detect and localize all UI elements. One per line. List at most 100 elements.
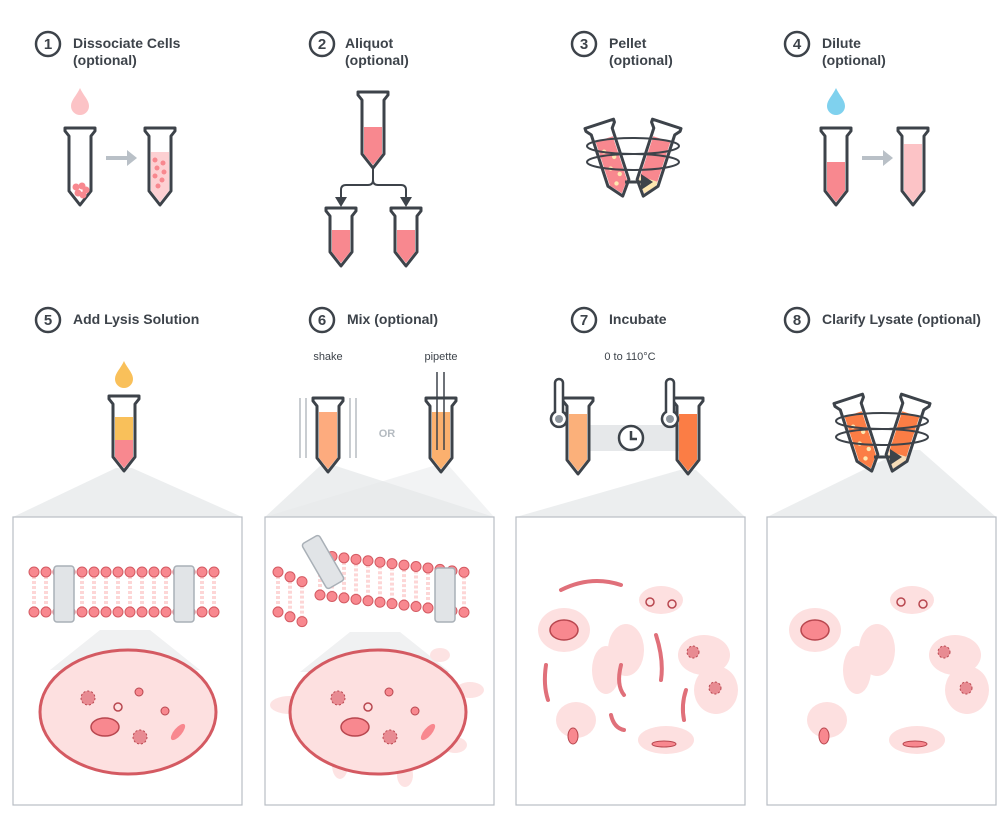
lipid-head: [148, 606, 160, 618]
tube-outline: [819, 126, 853, 207]
temperature-label: 0 to 110°C: [604, 351, 655, 363]
tube-with-dissociated-cells: [143, 126, 177, 207]
step-title: Pellet: [609, 35, 647, 51]
cell-membrane: [288, 648, 468, 776]
cell: [38, 648, 218, 776]
lipid-head: [40, 566, 52, 578]
membrane-protein: [434, 567, 456, 623]
vesicle: [645, 597, 655, 607]
shaken-tube: [311, 396, 345, 474]
tube-liquid: [364, 127, 382, 165]
vesicle: [918, 599, 928, 609]
lipid-head: [100, 566, 112, 578]
tube: [583, 117, 631, 198]
diluted-tube: [896, 126, 930, 207]
cell-dot: [155, 183, 161, 189]
lipid-head: [386, 558, 398, 570]
lipid-head: [314, 589, 326, 601]
aliquot-tube: [324, 206, 358, 268]
lipid-head: [458, 566, 470, 578]
lipid-head: [28, 606, 40, 618]
particle-dot: [866, 446, 871, 452]
lipid-head: [136, 606, 148, 618]
tube-liquid: [827, 162, 845, 202]
step-number: 3: [580, 36, 588, 53]
arrowhead-icon: [400, 197, 412, 207]
lipid-head: [362, 555, 374, 567]
organelle: [382, 729, 398, 745]
step-title: Dissociate Cells: [73, 35, 181, 51]
lipid-head: [284, 571, 296, 583]
zoom-cone: [13, 468, 242, 517]
lipid-head: [196, 606, 208, 618]
step-4-header: 4 Dilute (optional): [783, 30, 886, 68]
rotation-ring-icon: [835, 428, 929, 446]
lipid-head: [374, 596, 386, 608]
tube: [635, 117, 683, 198]
split-arrows-icon: [340, 168, 407, 198]
aliquot-tube: [389, 206, 423, 268]
step-7-header: 7 Incubate: [570, 306, 667, 334]
vesicle: [160, 706, 170, 716]
concentrated-tube: [819, 126, 853, 207]
debris-blob: [929, 635, 981, 675]
cytoplasm-leak: [430, 648, 450, 662]
mitochondrion: [170, 723, 186, 741]
tube-liquid: [319, 412, 337, 469]
tube-liquid: [115, 417, 133, 440]
lipid-head: [148, 566, 160, 578]
tilted-tube: [832, 392, 880, 473]
vesicle: [113, 702, 123, 712]
lipid-head: [112, 606, 124, 618]
step-title: Clarify Lysate (optional): [822, 311, 981, 327]
arrowhead-icon: [335, 197, 347, 207]
cell: [288, 648, 468, 776]
tube-outline: [324, 206, 358, 268]
cell-dot: [154, 165, 160, 171]
step-5-header: 5 Add Lysis Solution: [34, 306, 199, 334]
nucleus: [90, 717, 120, 737]
debris-blob: [639, 586, 683, 614]
lipid-head: [124, 566, 136, 578]
vesicle: [667, 599, 677, 609]
nucleus: [549, 619, 579, 641]
pipetted-tube: [424, 396, 458, 474]
lipid-head: [362, 595, 374, 607]
step-1-header: 1 Dissociate Cells (optional): [34, 30, 181, 68]
thermometer-bulb: [555, 415, 563, 423]
membrane-fragment: [542, 663, 550, 702]
tube-outline: [311, 396, 345, 474]
zoom-cone: [767, 450, 996, 517]
cell-dot: [152, 157, 158, 163]
cell-membrane: [38, 648, 218, 776]
particle-dot: [614, 181, 619, 186]
step-number-circle: [570, 30, 598, 58]
step-number: 2: [318, 36, 326, 53]
membrane-fragment: [680, 688, 688, 722]
lipid-head: [350, 553, 362, 565]
step-subtitle: (optional): [345, 52, 409, 68]
clock-hands-icon: [629, 431, 637, 441]
lipid-head: [208, 606, 220, 618]
lipid-head: [88, 566, 100, 578]
lipid-head: [160, 606, 172, 618]
step-subtitle: (optional): [73, 52, 137, 68]
tube-outline: [832, 392, 880, 473]
centrifuge-group: [583, 117, 683, 198]
step-title: Dilute: [822, 35, 861, 51]
arrowhead-icon: [883, 150, 893, 166]
lipid-head: [272, 606, 284, 618]
debris-blob: [889, 726, 945, 754]
lipid-head: [458, 606, 470, 618]
mitochondrion: [818, 727, 830, 745]
membrane-protein: [301, 534, 345, 590]
lipid-head: [284, 611, 296, 623]
step-number-circle: [308, 30, 336, 58]
step-subtitle: (optional): [609, 52, 673, 68]
lipid-bilayer: [272, 566, 308, 628]
organelle: [937, 645, 951, 659]
lipid-head: [386, 598, 398, 610]
mitochondrion: [420, 723, 436, 741]
step-number: 6: [318, 312, 326, 329]
lipid-head: [350, 593, 362, 605]
